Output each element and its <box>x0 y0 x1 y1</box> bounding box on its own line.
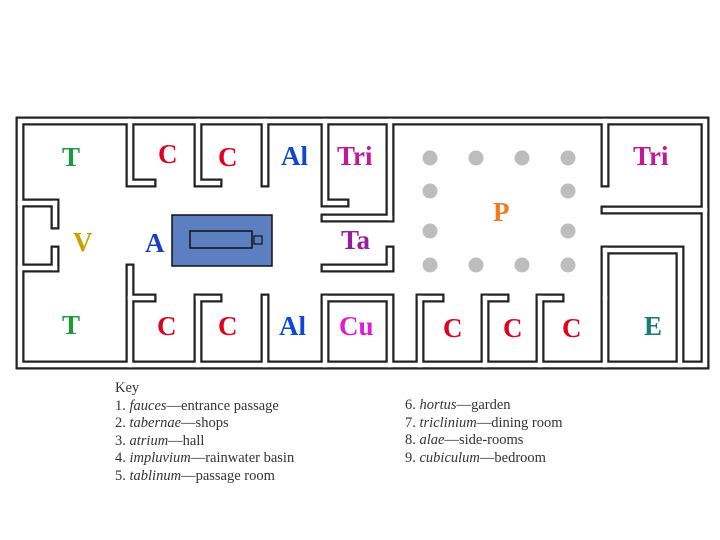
label-cubiculum-bottom-4: C <box>503 313 523 343</box>
peristyle-column <box>422 183 438 199</box>
wall-gap <box>322 118 348 206</box>
key-description: —garden <box>456 397 511 413</box>
wall-segment <box>600 245 685 370</box>
key-number: 7. <box>405 414 416 431</box>
peristyle-column <box>468 150 484 166</box>
key-row: 7. triclinium—dining room <box>405 415 563 433</box>
wall-segment <box>125 116 157 188</box>
wall-gap <box>602 247 683 368</box>
peristyle-column <box>468 257 484 273</box>
peristyle-columns <box>422 150 576 273</box>
walls <box>15 116 710 370</box>
key-description: —shops <box>181 415 229 431</box>
key-number: 4. <box>115 450 126 466</box>
peristyle-column <box>514 257 530 273</box>
key-number: 9. <box>405 449 416 466</box>
key-row: 3. atrium—hall <box>115 433 294 451</box>
label-peristyle: P <box>493 197 510 227</box>
impluvium-inner <box>189 230 253 249</box>
key-term: hortus <box>419 397 457 413</box>
label-tablinum-passage: Ta <box>341 225 371 255</box>
label-atrium: A <box>145 228 165 258</box>
key-description: —hall <box>168 432 205 449</box>
peristyle-column <box>422 257 438 273</box>
peristyle-column <box>514 150 530 166</box>
key-title: Key <box>115 380 140 396</box>
key-term: tabernae <box>129 415 182 431</box>
key-term: impluvium <box>129 450 191 466</box>
key-row: 4. impluvium—rainwater basin <box>115 450 294 468</box>
key-number: 5. <box>115 467 126 484</box>
key-description: —rainwater basin <box>190 450 295 466</box>
key-row: 6. hortus—garden <box>405 397 563 415</box>
key-number: 3. <box>115 432 126 449</box>
key-row: 2. tabernae—shops <box>115 415 294 433</box>
wall-gap <box>127 118 155 186</box>
label-ala-bottom: Al <box>279 311 306 341</box>
key-description: —entrance passage <box>166 397 279 414</box>
peristyle-column <box>560 150 576 166</box>
wall-gap <box>322 295 393 368</box>
label-tablinum-top: T <box>62 142 80 172</box>
label-tablinum-bottom: T <box>62 310 80 340</box>
key-description: —side-rooms <box>444 432 524 448</box>
peristyle-column <box>560 257 576 273</box>
peristyle-column <box>560 183 576 199</box>
key-description: —bedroom <box>479 449 546 466</box>
peristyle-column <box>422 223 438 239</box>
label-cubiculum-top-1: C <box>158 139 178 169</box>
wall-gap <box>322 247 393 271</box>
key-number: 2. <box>115 415 126 431</box>
key-description: —passage room <box>181 467 275 484</box>
key-number: 6. <box>405 397 416 413</box>
key-row: 1. fauces—entrance passage <box>115 398 294 416</box>
label-cubiculum-bottom-5: C <box>562 313 582 343</box>
label-cubiculum-cu: Cu <box>339 311 374 341</box>
label-cubiculum-bottom-3: C <box>443 313 463 343</box>
key-description: —dining room <box>476 414 563 431</box>
impluvium-spout <box>253 235 263 245</box>
label-triclinium-right: Tri <box>633 141 669 171</box>
label-vestibule: V <box>73 227 93 257</box>
peristyle-column <box>560 223 576 239</box>
label-cubiculum-top-2: C <box>218 142 238 172</box>
label-ala-top: Al <box>281 141 308 171</box>
wall-gap <box>17 118 708 368</box>
key-number: 8. <box>405 432 416 448</box>
key-term: atrium <box>129 432 169 449</box>
key-term: triclinium <box>419 414 477 431</box>
key-term: tablinum <box>129 467 182 484</box>
impluvium-basin <box>171 214 273 267</box>
key-row: 8. alae—side-rooms <box>405 432 563 450</box>
key-number: 1. <box>115 397 126 414</box>
key-term: alae <box>419 432 445 448</box>
key-row: 9. cubiculum—bedroom <box>405 450 563 468</box>
key-row: 5. tablinum—passage room <box>115 468 294 486</box>
key-term: cubiculum <box>419 449 480 466</box>
peristyle-column <box>422 150 438 166</box>
label-cubiculum-bottom-2: C <box>218 311 238 341</box>
label-cubiculum-bottom-1: C <box>157 311 177 341</box>
label-triclinium-left: Tri <box>337 141 373 171</box>
wall-gap <box>195 118 221 186</box>
key-term: fauces <box>129 397 167 414</box>
label-exedra: E <box>644 311 662 341</box>
wall-segment <box>193 116 223 188</box>
